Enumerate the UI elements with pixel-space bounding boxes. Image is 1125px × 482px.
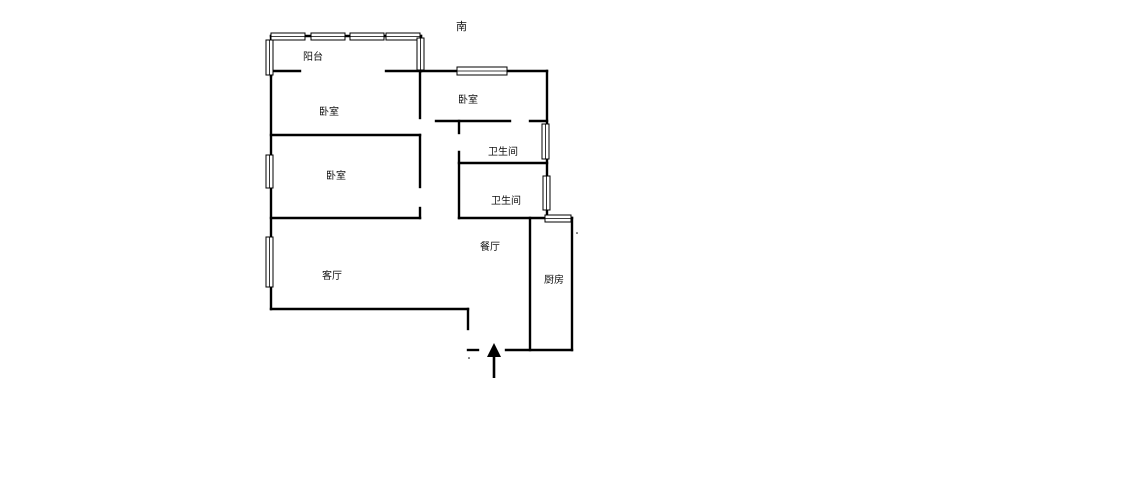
bathroom-lower-window xyxy=(542,175,551,211)
kitchen-window xyxy=(544,214,572,223)
balcony-side-window-right xyxy=(416,37,425,71)
walls xyxy=(269,34,574,352)
compass-south-label: 南 xyxy=(456,20,467,33)
entrance-mark xyxy=(468,357,470,359)
up-arrow-icon xyxy=(487,343,501,378)
bedroom-middle-label: 卧室 xyxy=(326,169,346,182)
balcony-side-window-left xyxy=(265,39,274,76)
room-labels: 阳台 卧室 卧室 卧室 卫生间 卫生间 餐厅 客厅 厨房 xyxy=(303,50,564,286)
bedroom-top-label: 卧室 xyxy=(319,105,339,118)
balcony-window-1 xyxy=(270,32,306,41)
kitchen-mark xyxy=(576,232,578,234)
living-room-window xyxy=(265,236,274,288)
bedroom-middle-window xyxy=(265,154,274,189)
bathroom-upper-label: 卫生间 xyxy=(488,145,518,158)
dining-room-label: 餐厅 xyxy=(480,240,500,253)
kitchen-label: 厨房 xyxy=(544,273,564,286)
balcony-window-4 xyxy=(385,32,421,41)
bedroom-right-window xyxy=(456,66,508,76)
balcony-label: 阳台 xyxy=(303,50,323,63)
bedroom-right-label: 卧室 xyxy=(458,93,478,106)
balcony-window-3 xyxy=(349,32,385,41)
bathroom-lower-label: 卫生间 xyxy=(491,194,521,207)
windows xyxy=(265,32,572,288)
living-room-label: 客厅 xyxy=(322,269,342,282)
balcony-window-2 xyxy=(310,32,346,41)
bathroom-upper-window xyxy=(541,123,550,160)
